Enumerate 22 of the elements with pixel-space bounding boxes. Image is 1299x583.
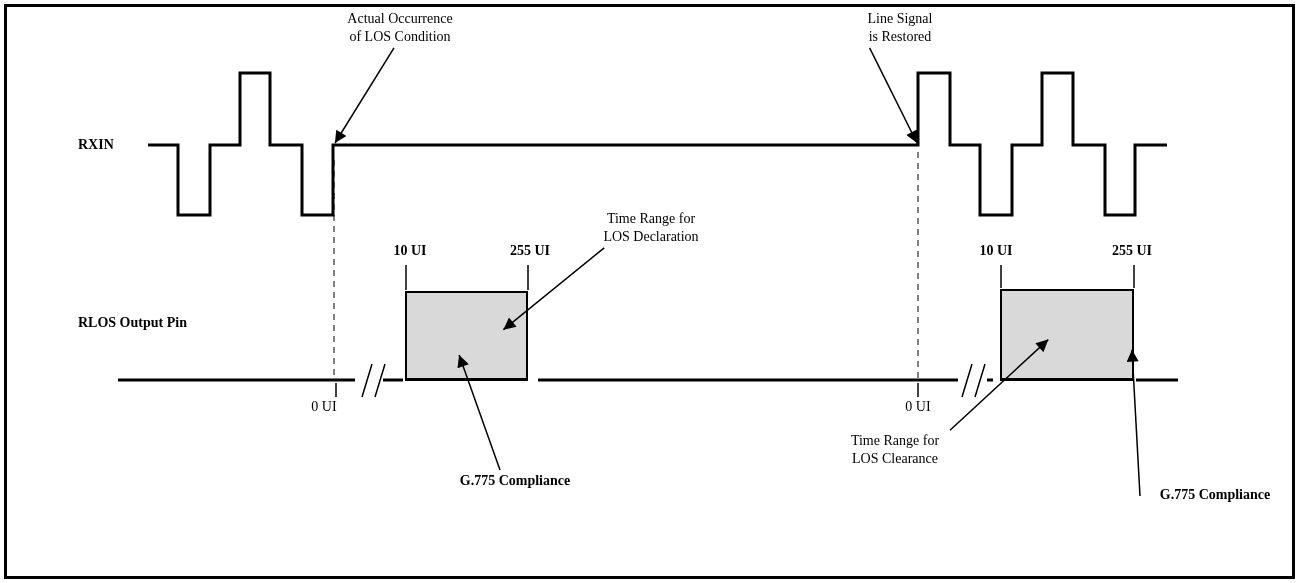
leader-arrow [502,247,605,331]
callout-text: Time Range for LOS Declaration [596,210,706,246]
time-label: 255 UI [508,242,552,260]
time-label: 10 UI [978,242,1014,260]
callout-text: Actual Occurrence of LOS Condition [340,10,460,46]
time-label: 0 UI [904,398,932,416]
leader-arrow [868,47,918,144]
leader-arrow [457,354,501,471]
callout-text: Time Range for LOS Clearance [840,432,950,468]
leader-arrow [1126,348,1141,497]
callout-text: Line Signal is Restored [862,10,938,46]
callout-text: G.775 Compliance [1140,486,1290,504]
time-label: 0 UI [310,398,338,416]
leader-arrow [949,338,1049,431]
signal-name: RXIN [78,136,115,154]
time-range-box [1000,289,1134,381]
time-label: 255 UI [1110,242,1154,260]
time-range-box [405,291,528,381]
leader-arrow [334,47,395,144]
callout-text: G.775 Compliance [440,472,590,490]
signal-name: RLOS Output Pin [78,314,188,332]
time-label: 10 UI [392,242,428,260]
